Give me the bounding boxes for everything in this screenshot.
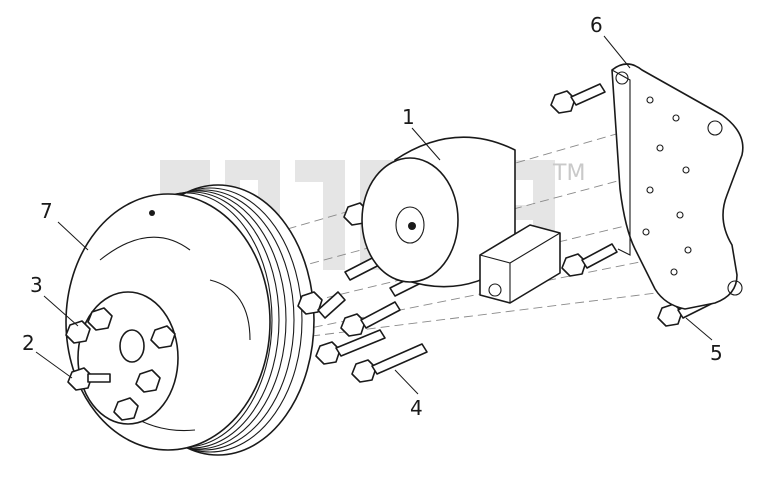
callout-1: 1 xyxy=(402,105,441,161)
callout-5-label: 5 xyxy=(710,341,723,365)
callout-6-label: 6 xyxy=(590,13,603,37)
mounting-bracket xyxy=(611,63,744,310)
callout-4: 4 xyxy=(394,369,423,420)
callout-7-label: 7 xyxy=(40,199,53,223)
tensioner-housing xyxy=(361,136,561,304)
hub-fasteners xyxy=(65,307,176,421)
callout-6: 6 xyxy=(590,13,631,69)
callout-3-label: 3 xyxy=(30,273,43,297)
pulley-assembly xyxy=(65,184,315,456)
trademark-text: TM xyxy=(552,161,585,186)
bolts-set xyxy=(297,83,706,383)
callout-2-label: 2 xyxy=(22,331,35,355)
callout-7: 7 xyxy=(40,199,89,251)
callout-5: 5 xyxy=(685,317,723,365)
callout-1-label: 1 xyxy=(402,105,415,129)
callout-3: 3 xyxy=(30,273,79,327)
callout-2: 2 xyxy=(22,331,73,379)
callout-4-label: 4 xyxy=(410,396,423,420)
